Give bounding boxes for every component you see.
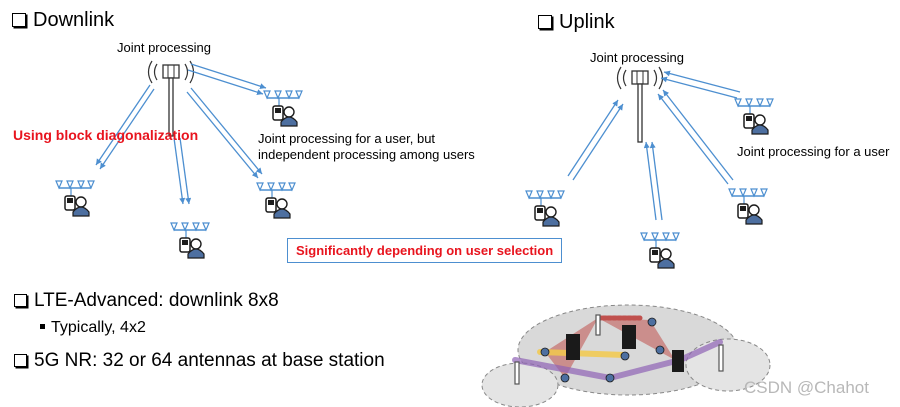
checkbox-square-icon bbox=[12, 13, 26, 27]
nr-bullet-text: 5G NR: 32 or 64 antennas at base station bbox=[34, 350, 385, 371]
building-icons bbox=[566, 325, 684, 372]
lte-bullet-text: LTE-Advanced: downlink 8x8 bbox=[34, 290, 279, 311]
uplink-heading-text: Uplink bbox=[559, 11, 615, 33]
uplink-user-2-icon bbox=[525, 190, 565, 227]
uplink-user-3-icon bbox=[640, 232, 680, 269]
tower-icons bbox=[514, 314, 724, 385]
uplink-arrows bbox=[567, 70, 741, 221]
downlink-base-station-icon bbox=[147, 60, 195, 137]
nr-bullet: 5G NR: 32 or 64 antennas at base station bbox=[14, 350, 385, 372]
lte-bullet: LTE-Advanced: downlink 8x8 bbox=[14, 290, 279, 312]
checkbox-square-icon bbox=[14, 354, 27, 367]
checkbox-square-icon bbox=[538, 15, 552, 29]
uplink-section bbox=[525, 66, 774, 269]
downlink-section bbox=[55, 60, 303, 259]
watermark: CSDN @Chahot bbox=[744, 378, 869, 397]
downlink-arrows bbox=[95, 63, 267, 205]
downlink-heading-text: Downlink bbox=[33, 9, 115, 31]
square-bullet-icon bbox=[40, 324, 45, 329]
lte-sub-bullet-text: Typically, 4x2 bbox=[51, 319, 146, 336]
block-diagonalization-label: Using block diagonalization bbox=[13, 127, 199, 143]
downlink-note-line-1: Joint processing for a user, but bbox=[258, 131, 436, 146]
downlink-user-4-icon bbox=[256, 182, 296, 219]
right-cell-area bbox=[685, 338, 771, 392]
uplink-user-1-icon bbox=[734, 98, 774, 135]
uplink-joint-processing-label: Joint processing bbox=[590, 50, 684, 65]
uplink-note: Joint processing for a user bbox=[737, 144, 890, 159]
uplink-user-4-icon bbox=[728, 188, 768, 225]
lte-sub-bullet: Typically, 4x2 bbox=[40, 319, 146, 337]
checkbox-square-icon bbox=[14, 294, 27, 307]
downlink-note-line-2: independent processing among users bbox=[258, 147, 475, 162]
multicell-illustration bbox=[481, 304, 771, 407]
downlink-user-3-icon bbox=[170, 222, 210, 259]
downlink-heading: Downlink bbox=[12, 9, 114, 32]
downlink-user-1-icon bbox=[263, 90, 303, 127]
ue-dot-icons bbox=[540, 317, 665, 383]
uplink-base-station-icon bbox=[616, 66, 664, 143]
user-selection-banner: Significantly depending on user selectio… bbox=[287, 238, 563, 263]
left-cell-area bbox=[481, 362, 559, 407]
downlink-joint-processing-label: Joint processing bbox=[117, 40, 211, 55]
downlink-user-2-icon bbox=[55, 180, 95, 217]
uplink-heading: Uplink bbox=[538, 11, 615, 34]
